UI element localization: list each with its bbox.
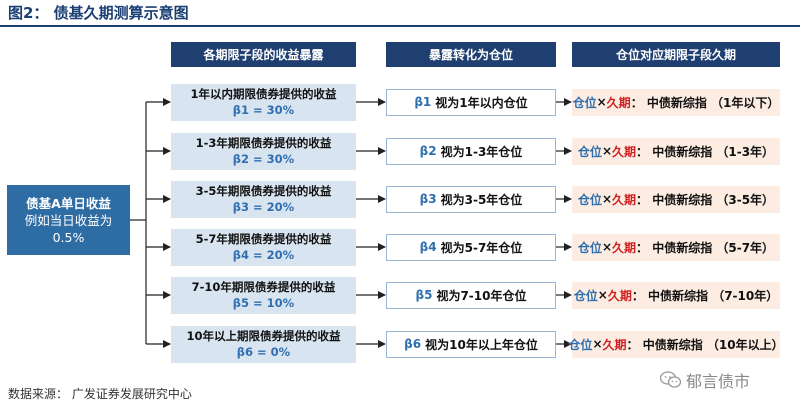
duration-box-3: 仓位×久期： 中债新综指 （3-5年）: [572, 185, 780, 213]
times-sign: ×: [596, 95, 607, 109]
position-word: 仓位: [573, 288, 598, 303]
index-text: ： 中债新综指 （1-3年）: [636, 144, 775, 159]
beta-value: β6 = 0%: [236, 345, 291, 359]
title-rule: [0, 25, 800, 27]
watermark-text: 郁言债市: [686, 372, 751, 391]
position-beta: β1: [414, 95, 432, 109]
exposure-label: 7-10年期限债券提供的收益: [191, 280, 336, 294]
duration-box-6: 仓位×久期： 中债新综指 （10年以上）: [568, 330, 784, 358]
index-text: ： 中债新综指 （10年以上）: [626, 337, 784, 352]
header-position: 暴露转化为仓位: [386, 42, 556, 67]
exposure-box-4: 5-7年期限债券提供的收益 β4 = 20%: [171, 228, 356, 266]
position-text: 视为10年以上年仓位: [425, 337, 538, 352]
position-text: 视为5-7年仓位: [440, 240, 523, 255]
times-sign: ×: [601, 192, 612, 206]
exposure-box-1: 1年以内期限债券提供的收益 β1 = 30%: [171, 83, 356, 121]
position-text: 视为7-10年仓位: [436, 288, 527, 303]
position-text: 视为1年以内仓位: [435, 95, 528, 110]
times-sign: ×: [597, 288, 608, 302]
figure-title: 图2： 债基久期测算示意图: [8, 4, 189, 22]
duration-word: 久期: [612, 192, 637, 207]
position-beta: β3: [419, 192, 437, 206]
exposure-label: 3-5年期限债券提供的收益: [195, 184, 332, 198]
times-sign: ×: [601, 144, 612, 158]
beta-value: β2 = 30%: [232, 152, 295, 166]
watermark: 郁言债市: [660, 368, 750, 392]
exposure-label: 1-3年期限债券提供的收益: [195, 136, 332, 150]
exposure-label: 1年以内期限债券提供的收益: [190, 87, 337, 101]
wechat-icon: [660, 371, 682, 388]
main-box-line3: 0.5%: [52, 229, 85, 245]
beta-value: β4 = 20%: [232, 248, 295, 262]
position-beta: β2: [419, 144, 437, 158]
main-box-line2: 例如当日收益为: [24, 212, 113, 228]
header-exposure: 各期限子段的收益暴露: [171, 42, 356, 67]
index-text: ： 中债新综指 （3-5年）: [636, 192, 775, 207]
exposure-box-6: 10年以上期限债券提供的收益 β6 = 0%: [171, 325, 356, 363]
position-word: 仓位: [568, 337, 593, 352]
duration-box-4: 仓位×久期： 中债新综指 （5-7年）: [572, 233, 780, 261]
duration-word: 久期: [606, 95, 631, 110]
times-sign: ×: [601, 240, 612, 254]
exposure-label: 10年以上期限债券提供的收益: [186, 329, 341, 343]
exposure-box-2: 1-3年期限债券提供的收益 β2 = 30%: [171, 132, 356, 170]
position-text: 视为3-5年仓位: [440, 192, 523, 207]
fund-daily-return-box: 债基A单日收益 例如当日收益为 0.5%: [7, 185, 130, 255]
data-source: 数据来源： 广发证券发展研究中心: [8, 387, 192, 401]
position-beta: β5: [415, 288, 433, 302]
index-text: ： 中债新综指 （5-7年）: [636, 240, 775, 255]
index-text: ： 中债新综指 （7-10年）: [631, 288, 779, 303]
exposure-box-3: 3-5年期限债券提供的收益 β3 = 20%: [171, 180, 356, 218]
position-word: 仓位: [577, 192, 602, 207]
beta-value: β1 = 30%: [232, 103, 295, 117]
exposure-box-5: 7-10年期限债券提供的收益 β5 = 10%: [171, 276, 356, 314]
duration-word: 久期: [607, 288, 632, 303]
position-beta: β4: [419, 240, 437, 254]
main-box-line1: 债基A单日收益: [26, 195, 111, 211]
header-duration: 仓位对应期限子段久期: [572, 42, 780, 67]
beta-value: β5 = 10%: [232, 296, 295, 310]
duration-word: 久期: [602, 337, 627, 352]
exposure-label: 5-7年期限债券提供的收益: [195, 232, 332, 246]
position-word: 仓位: [572, 95, 597, 110]
beta-value: β3 = 20%: [232, 200, 295, 214]
position-word: 仓位: [577, 144, 602, 159]
times-sign: ×: [592, 337, 603, 351]
position-beta: β6: [404, 337, 422, 351]
position-text: 视为1-3年仓位: [440, 144, 523, 159]
position-word: 仓位: [577, 240, 602, 255]
duration-box-2: 仓位×久期： 中债新综指 （1-3年）: [572, 137, 780, 165]
duration-box-5: 仓位×久期： 中债新综指 （7-10年）: [572, 281, 780, 309]
duration-box-1: 仓位×久期： 中债新综指 （1年以下）: [572, 88, 780, 116]
duration-word: 久期: [612, 240, 637, 255]
index-text: ： 中债新综指 （1年以下）: [630, 95, 780, 110]
duration-word: 久期: [612, 144, 637, 159]
